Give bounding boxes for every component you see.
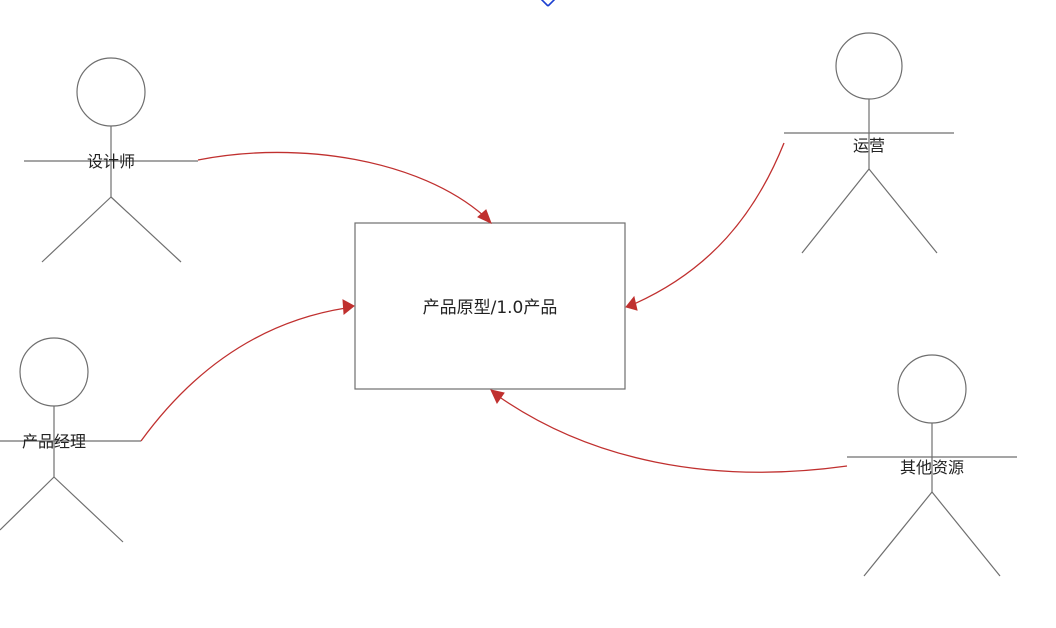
close-x-icon[interactable]	[540, 0, 556, 7]
actor-left-leg	[863, 491, 933, 577]
center-box[interactable]: 产品原型/1.0产品	[354, 222, 626, 390]
connector-product-manager-to-box[interactable]	[140, 299, 355, 442]
connector-designer-to-box[interactable]	[197, 151, 492, 224]
actor-head	[897, 354, 967, 424]
actor-other-resources[interactable]: 其他资源	[847, 354, 1017, 577]
center-box-label: 产品原型/1.0产品	[423, 298, 558, 318]
actor-label-product-manager: 产品经理	[22, 432, 86, 451]
connector-operations-to-box[interactable]	[625, 142, 785, 311]
actor-right-leg	[868, 168, 938, 254]
arrowhead	[342, 299, 355, 315]
actor-operations[interactable]: 运营	[784, 32, 954, 254]
actor-label-designer: 设计师	[87, 152, 135, 171]
arrowhead	[477, 209, 492, 224]
actor-label-other-resources: 其他资源	[900, 458, 964, 477]
connector-other-resources-to-box[interactable]	[490, 389, 848, 473]
actor-right-leg	[931, 491, 1001, 577]
actor-head	[835, 32, 903, 100]
actor-head	[76, 57, 146, 127]
actor-left-leg	[801, 168, 870, 254]
actor-head	[19, 337, 89, 407]
actor-left-leg	[41, 196, 112, 263]
actor-label-operations: 运营	[853, 136, 885, 155]
actor-right-leg	[110, 196, 182, 263]
actor-right-leg	[53, 476, 124, 543]
actor-product-manager[interactable]: 产品经理	[0, 337, 141, 543]
actor-left-leg	[0, 476, 55, 531]
arrowhead	[490, 389, 505, 404]
actor-designer[interactable]: 设计师	[24, 57, 198, 263]
arrowhead	[625, 295, 638, 311]
